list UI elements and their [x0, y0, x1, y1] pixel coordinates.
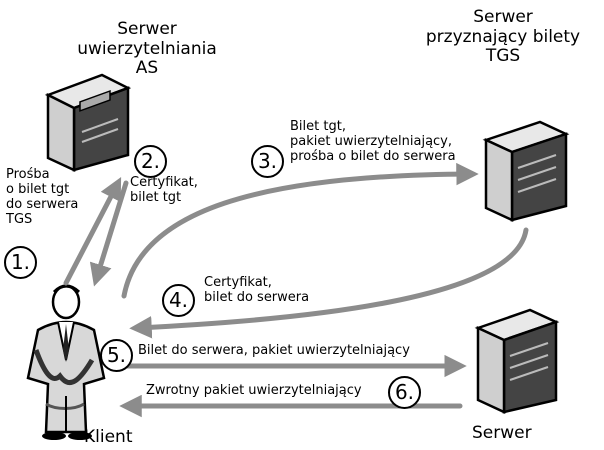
- client-title: Klient: [84, 427, 133, 447]
- step-3-label: Bilet tgt, pakiet uwierzytelniający, pro…: [290, 119, 456, 164]
- tgs-title: Serwer przyznający bilety TGS: [425, 7, 581, 67]
- step-5-number: 5.: [100, 339, 133, 372]
- tgs-computer-icon: [482, 120, 570, 222]
- arrow-step-3: [121, 162, 479, 299]
- step-4-label: Certyfikat, bilet do serwera: [204, 275, 310, 305]
- arrow-step-1: [63, 177, 122, 286]
- step-1-label: Prośba o bilet tgt do serwera TGS: [6, 167, 79, 227]
- step-6-number: 6.: [388, 376, 421, 409]
- client-person-icon: [26, 284, 106, 440]
- step-3-number: 3.: [251, 145, 284, 178]
- step-4-number: 4.: [162, 284, 195, 317]
- arrow-step-2: [89, 180, 129, 287]
- step-1-number: 1.: [4, 246, 37, 279]
- step-6-label: Zwrotny pakiet uwierzytelniający: [146, 383, 362, 398]
- step-2-number: 2.: [134, 145, 167, 178]
- step-2-label: Certyfikat, bilet tgt: [130, 175, 198, 205]
- step-5-label: Bilet do serwera, pakiet uwierzytelniają…: [138, 343, 410, 358]
- target-server-computer-icon: [474, 308, 560, 414]
- as-title: Serwer uwierzytelniania AS: [77, 19, 217, 79]
- arrow-step-4: [129, 227, 529, 339]
- as-computer-icon: [44, 73, 132, 172]
- server-title: Serwer: [472, 423, 532, 443]
